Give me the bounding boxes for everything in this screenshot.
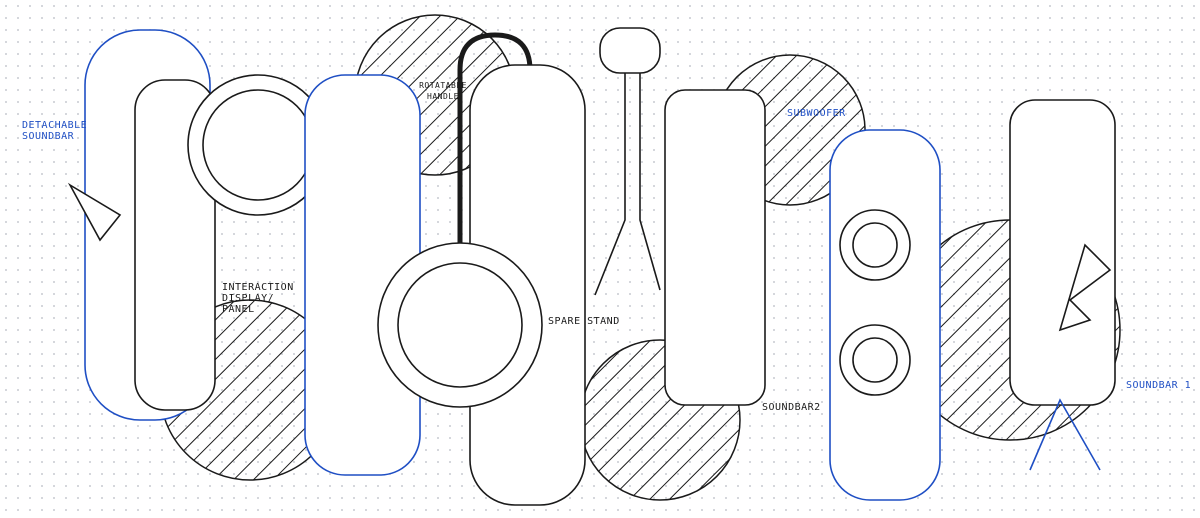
label-detachable-soundbar: Detachable Soundbar [22,120,88,142]
label-subwoofer: Subwoofer [787,108,846,119]
label-rotatable-handle: Rotatable Handle [419,81,467,101]
label-soundbar2: Soundbar2 [762,402,821,413]
speaker-bodies [67,27,1116,506]
label-soundbar1: Soundbar 1 [1126,380,1192,391]
label-spare-stand: Spare Stand [548,316,620,327]
label-interaction-display: Interaction Display/ Panel [222,282,294,315]
